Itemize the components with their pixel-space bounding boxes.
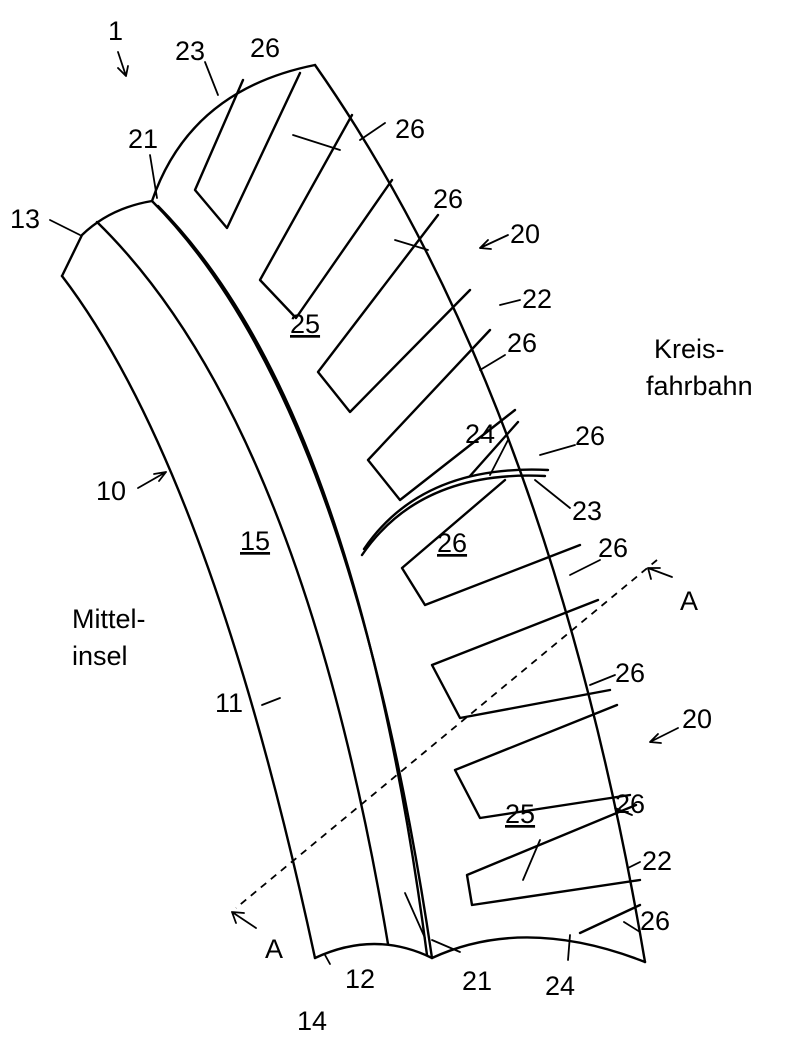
ref-label-12: 12: [345, 964, 375, 994]
arrow-ref-20-lower: [649, 727, 679, 744]
section-label-top: A: [680, 586, 698, 616]
marking-strip-3: [316, 213, 472, 414]
ref-label-1: 1: [108, 16, 123, 46]
marking-strip-9: [465, 803, 642, 907]
ref-label-11: 11: [215, 688, 243, 718]
roadway-label-line2: fahrbahn: [646, 371, 753, 401]
marking-strip-4: [366, 328, 517, 502]
island-inner-edge: [60, 274, 317, 960]
ref-label-15: 15: [240, 526, 270, 556]
ref-label-26-a: 26: [250, 33, 280, 63]
arrow-ref-10: [137, 471, 167, 489]
ref-label-26-h: 26: [615, 658, 645, 688]
ref-label-23-top: 23: [175, 36, 205, 66]
island-top-face: [60, 199, 154, 278]
marking-strip-1: [193, 71, 302, 230]
marking-strip-10: [578, 903, 642, 935]
ref-label-24-bottom: 24: [545, 971, 575, 1001]
ref-label-21-bottom: 21: [462, 966, 492, 996]
ref-label-25-lower: 25: [505, 799, 535, 829]
marking-strip-7: [430, 598, 612, 720]
section-arrow-top: [647, 567, 673, 580]
marking-strip-2: [258, 113, 394, 320]
island-label-line1: Mittel-: [72, 604, 146, 634]
ref-label-22-upper: 22: [522, 284, 552, 314]
section-line: [235, 559, 658, 909]
island-gap-line: [156, 204, 429, 957]
ref-label-14: 14: [297, 1006, 327, 1036]
upper-element-top-arc: [150, 63, 317, 203]
marking-strip-6: [400, 478, 582, 607]
island-bottom-end: [313, 942, 434, 960]
island-chamfer-line: [95, 220, 390, 946]
ref-label-24-mid: 24: [465, 419, 495, 449]
ref-label-20-upper: 20: [510, 219, 540, 249]
arrow-ref-1: [117, 51, 129, 77]
ref-label-26-e: 26: [575, 421, 605, 451]
element-joint-arc-a: [360, 474, 547, 557]
arrow-ref-20-upper: [479, 234, 509, 250]
ref-label-26-i: 26: [615, 789, 645, 819]
ref-label-26-g: 26: [598, 533, 628, 563]
ref-label-13: 13: [10, 204, 40, 234]
roadway-label-line1: Kreis-: [654, 334, 725, 364]
ref-label-21-top: 21: [128, 124, 158, 154]
ref-label-26-d: 26: [507, 328, 537, 358]
lower-element-bottom-arc: [430, 936, 647, 964]
ref-label-25-upper: 25: [290, 309, 320, 339]
section-arrow-bottom: [231, 911, 257, 929]
ref-label-26-j: 26: [640, 906, 670, 936]
ref-label-26-f: 26: [437, 528, 467, 558]
island-outer-edge: [150, 199, 434, 960]
marking-strip-8: [453, 703, 632, 820]
ref-label-10: 10: [96, 476, 126, 506]
ref-label-26-c: 26: [433, 184, 463, 214]
ref-label-26-b: 26: [395, 114, 425, 144]
island-label-line2: insel: [72, 641, 128, 671]
element-joint-arc-b: [362, 468, 550, 551]
outer-roadway-edge: [313, 63, 647, 964]
leader-lines: [49, 61, 641, 965]
section-label-bottom: A: [265, 934, 283, 964]
ref-label-23-mid: 23: [572, 496, 602, 526]
ref-label-20-lower: 20: [682, 704, 712, 734]
marking-strip-5: [468, 420, 520, 478]
ref-label-22-lower: 22: [642, 846, 672, 876]
